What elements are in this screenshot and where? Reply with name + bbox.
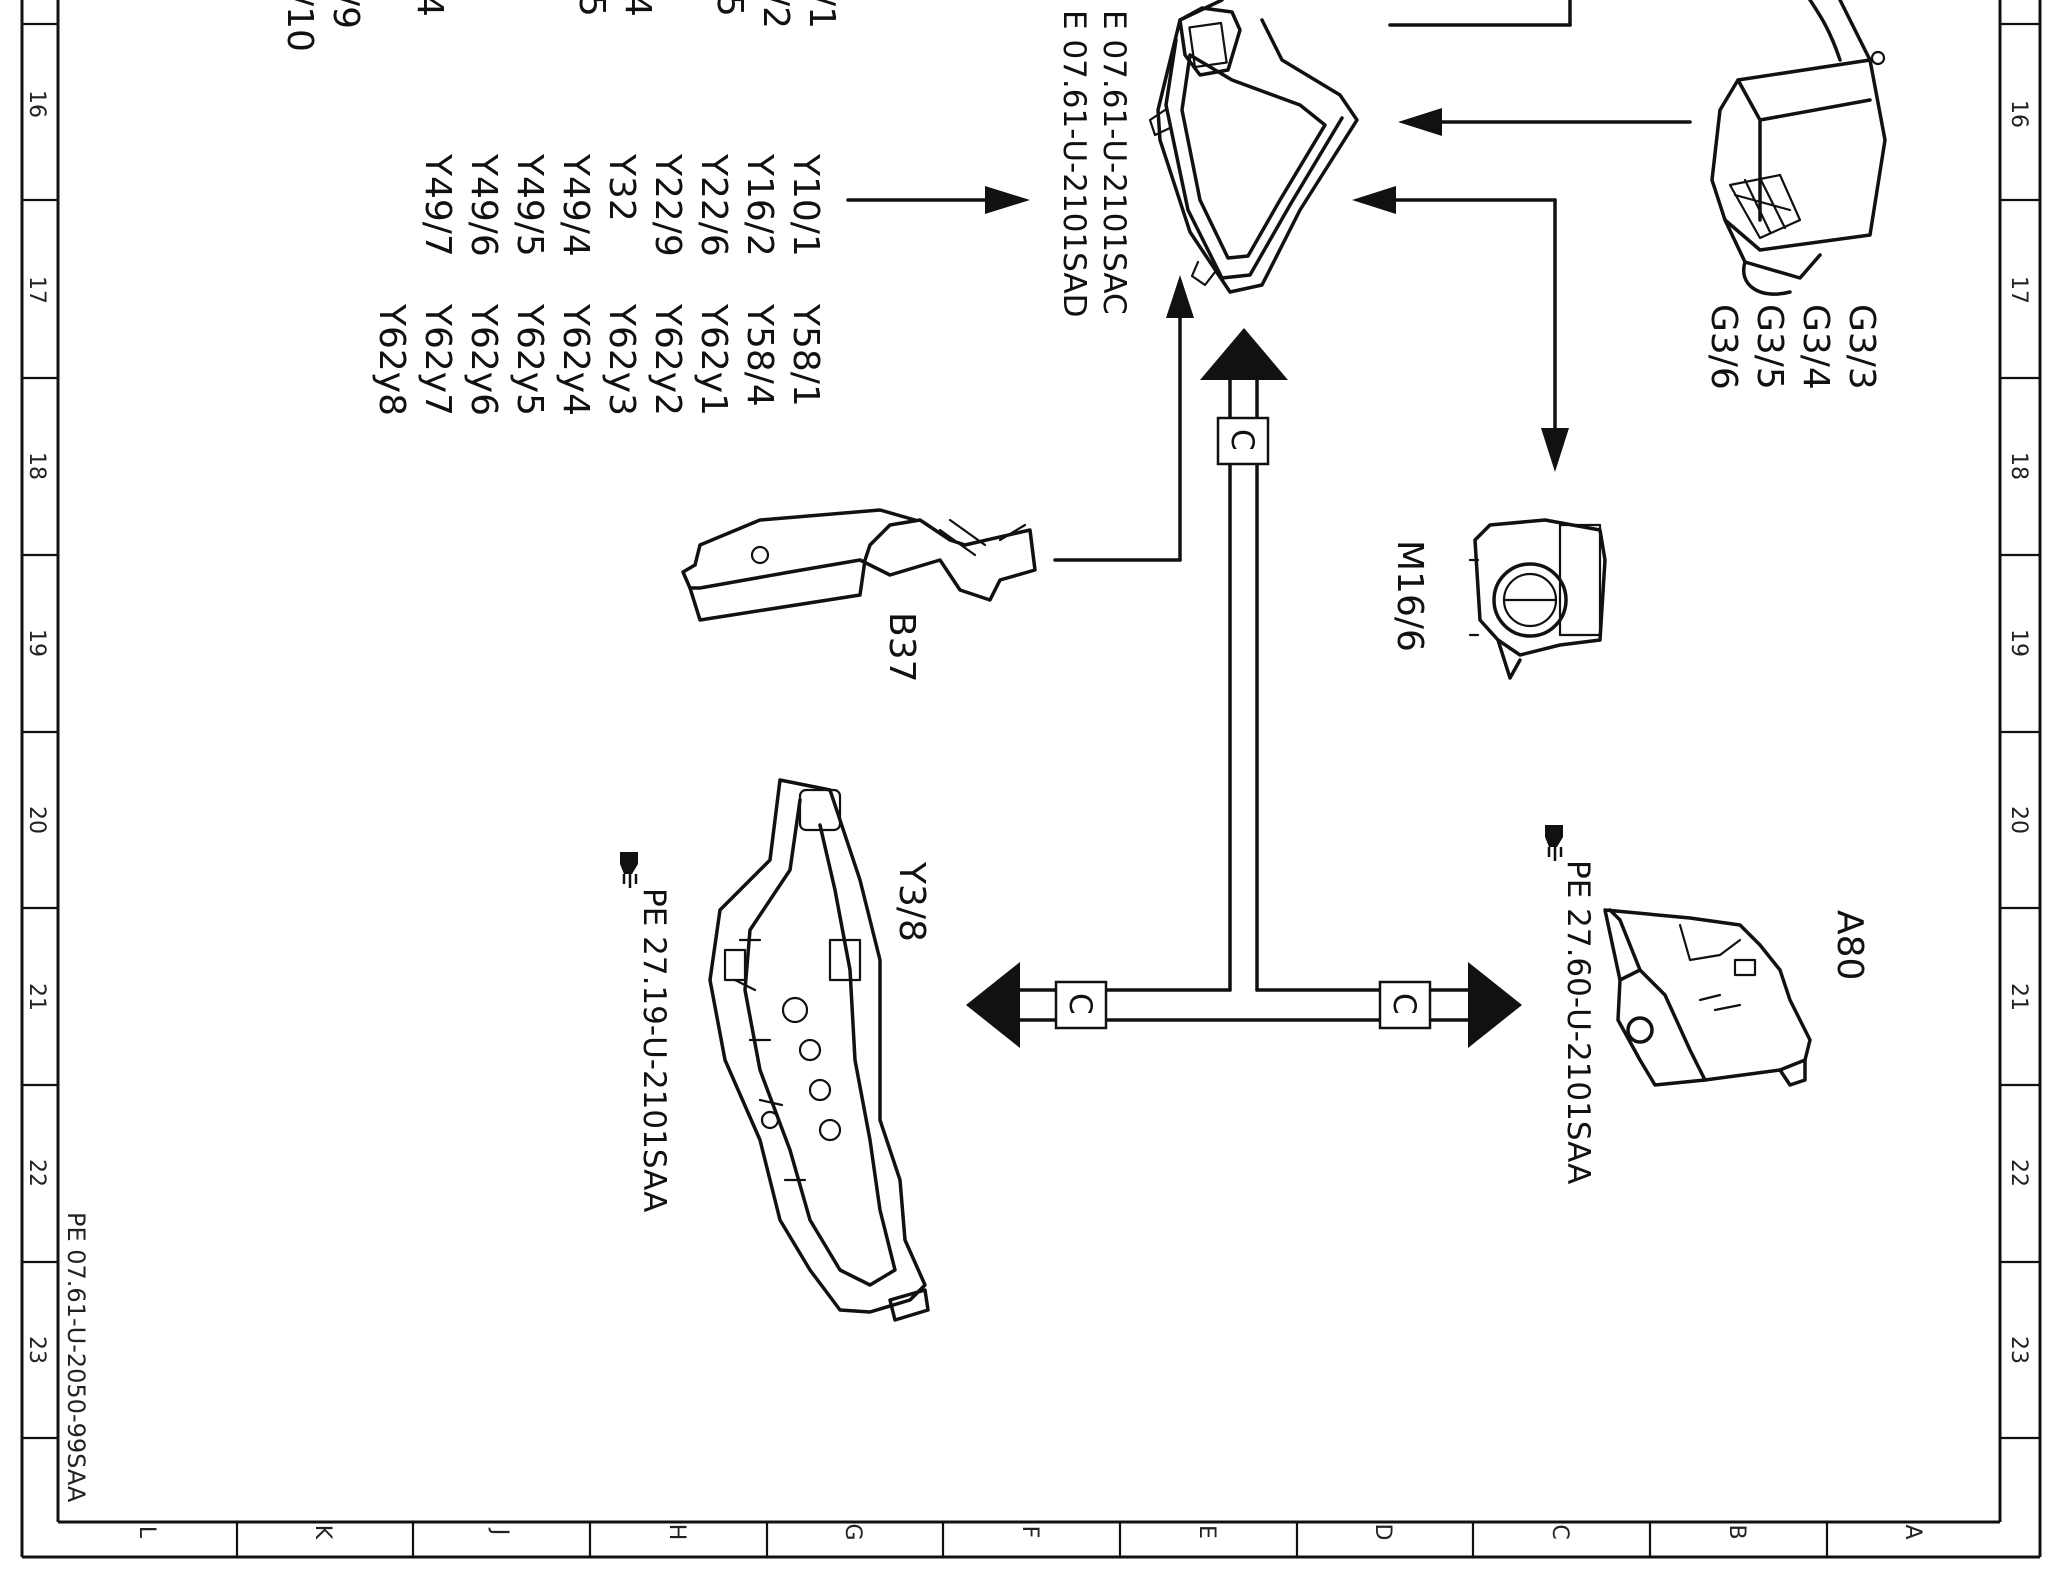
sensor-label: G3/6 [1703,304,1744,390]
grid-row-label: 17 [24,276,49,304]
ecu-ref-2: E 07.61-U-2101SAD [1056,10,1092,317]
grid-col-label: H [664,1524,689,1541]
grid-row-label: 21 [2006,983,2031,1011]
page-ref-left: PE 27.19-U-2101SAA [636,888,672,1212]
valve-label: Y22/9 [647,153,688,257]
b37-arrow [1053,275,1194,562]
grid-row-label: 20 [24,806,49,834]
partial-label: 5 [571,0,612,17]
sheet-frame [20,0,2042,1559]
m16-arrow [1352,186,1569,472]
grid-col-label: D [1370,1524,1395,1541]
partial-label: /10 [279,0,320,52]
control-unit-label: A80 [1829,910,1870,980]
grid-row-label: 22 [24,1159,49,1187]
grid-row-label: 17 [2006,276,2031,304]
grid-col-label: B [1724,1524,1749,1539]
valve-label: Y49/5 [509,153,550,257]
grid-col-label: C [1547,1524,1572,1539]
ecu-module [1148,0,1572,294]
grid-row-label: 18 [24,452,49,480]
throttle-label: M16/6 [1389,540,1430,652]
partial-label: /1 [801,0,842,29]
grid-row-label: 22 [2006,1159,2031,1187]
grid-row-label: 18 [2006,452,2031,480]
intelligent-servo-a80 [1603,908,1812,1087]
grid-cols-bottom: L K J H G F E D C B A [134,1520,1925,1559]
partial-label: 4 [409,0,450,17]
valve-label: Y49/4 [555,153,596,257]
valve-label: Y10/1 [785,153,826,257]
partial-label: 4 [617,0,658,17]
throttle-actuator-m16 [1468,518,1607,680]
grid-row-label: 21 [24,983,49,1011]
can-connector-label: C [1062,993,1098,1015]
ecu-ref-1: E 07.61-U-2101SAC [1096,10,1132,315]
sensor-label: G3/5 [1749,304,1790,390]
grid-row-label: 19 [2006,629,2031,657]
grid-rows-right: 16 17 18 19 20 21 22 23 [1998,22,2042,1440]
valve-label: Y58/4 [739,303,780,407]
valve-label: Y62y1 [693,303,734,416]
valve-label: Y62y2 [647,303,688,416]
valve-label: Y49/6 [463,153,504,257]
sheet-id: PE 07.61-U-2050-99SAA [62,1212,90,1503]
valve-list-arrow [846,186,1030,214]
valve-list: Y10/1 Y16/2 Y22/6 Y22/9 Y32 Y49/4 Y49/5 … [371,153,826,416]
partial-label: /2 [755,0,796,29]
valve-label: Y62y3 [601,303,642,416]
valve-label: Y22/6 [693,153,734,257]
valve-label: Y62y4 [555,303,596,416]
grid-rows-left: 16 17 18 19 20 21 22 23 [20,22,60,1440]
grid-col-label: J [487,1527,512,1536]
g3-arrow [1398,108,1692,136]
grid-col-label: G [840,1523,865,1540]
top-left-partial-labels: /1 /2 5 4 5 /9 /10 4 [279,0,842,52]
hand-pointer-icon [620,852,638,888]
grid-col-label: A [1900,1524,1925,1539]
hand-pointer-icon [1545,825,1563,861]
grid-row-label: 19 [24,629,49,657]
grid-row-label: 23 [24,1336,49,1364]
can-connector-label: C [1224,429,1260,451]
grid-row-label: 16 [24,90,49,118]
can-connector-label: C [1386,993,1422,1015]
partial-label: 5 [709,0,750,17]
grid-col-label: L [134,1526,159,1539]
valve-label: Y62y5 [509,303,550,416]
valve-label: Y62y7 [417,303,458,416]
grid-row-label: 20 [2006,806,2031,834]
valve-body-label: Y3/8 [891,861,932,942]
can-bus: C C C [966,328,1522,1048]
grid-col-label: E [1194,1525,1219,1539]
pedal-label: B37 [881,612,922,683]
valve-label: Y62y6 [463,303,504,416]
grid-row-label: 16 [2006,100,2031,128]
grid-col-label: K [310,1525,335,1540]
sensor-label: G3/4 [1795,304,1836,390]
valve-label: Y16/2 [739,153,780,257]
valve-body-y38 [708,778,930,1322]
partial-label: /9 [325,0,366,29]
valve-label: Y49/7 [417,153,458,257]
valve-label: Y58/1 [785,303,826,407]
valve-label: Y62y8 [371,303,412,416]
page-ref-right: PE 27.60-U-2101SAA [1560,860,1596,1184]
accelerator-pedal-b37 [681,508,1037,622]
grid-row-label: 23 [2006,1336,2031,1364]
sensor-label: G3/3 [1841,304,1882,390]
oxygen-sensor-g3 [1710,0,1887,296]
grid-col-label: F [1017,1526,1042,1539]
valve-label: Y32 [601,153,642,222]
